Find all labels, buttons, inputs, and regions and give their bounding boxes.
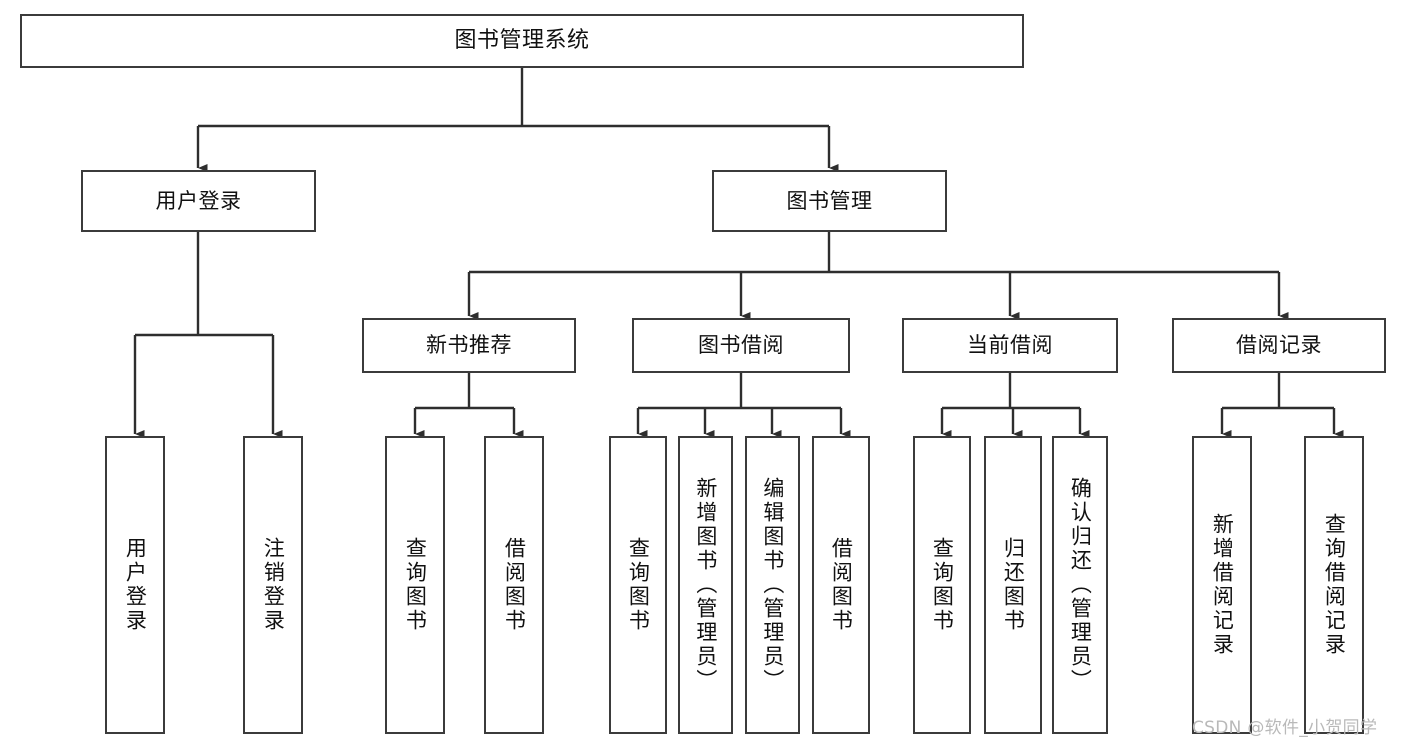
node-label: 当前借阅 bbox=[967, 333, 1053, 358]
node-leaf-add-book[interactable]: 新增图书（管理员） bbox=[678, 436, 733, 734]
node-leaf-borrow-book-1[interactable]: 借阅图书 bbox=[484, 436, 544, 734]
node-leaf-confirm-return[interactable]: 确认归还（管理员） bbox=[1052, 436, 1108, 734]
node-label: 归还图书 bbox=[1001, 537, 1026, 633]
node-user-login[interactable]: 用户登录 bbox=[81, 170, 316, 232]
node-leaf-query-record[interactable]: 查询借阅记录 bbox=[1304, 436, 1364, 734]
node-book-borrow[interactable]: 图书借阅 bbox=[632, 318, 850, 373]
node-root[interactable]: 图书管理系统 bbox=[20, 14, 1024, 68]
node-label: 图书管理 bbox=[786, 188, 873, 213]
node-leaf-user-logout[interactable]: 注销登录 bbox=[243, 436, 303, 734]
node-label: 用户登录 bbox=[123, 537, 148, 633]
node-label: 查询图书 bbox=[930, 537, 955, 633]
node-leaf-return-book[interactable]: 归还图书 bbox=[984, 436, 1042, 734]
node-leaf-user-login[interactable]: 用户登录 bbox=[105, 436, 165, 734]
node-label: 查询图书 bbox=[626, 537, 651, 633]
node-label: 借阅记录 bbox=[1236, 333, 1322, 358]
node-leaf-add-record[interactable]: 新增借阅记录 bbox=[1192, 436, 1252, 734]
node-new-book-recommend[interactable]: 新书推荐 bbox=[362, 318, 576, 373]
node-label: 新增借阅记录 bbox=[1210, 513, 1235, 657]
node-label: 查询借阅记录 bbox=[1322, 513, 1347, 657]
node-leaf-edit-book[interactable]: 编辑图书（管理员） bbox=[745, 436, 800, 734]
node-label: 注销登录 bbox=[261, 537, 286, 633]
node-borrow-record[interactable]: 借阅记录 bbox=[1172, 318, 1386, 373]
node-label: 借阅图书 bbox=[502, 537, 527, 633]
node-label: 新增图书（管理员） bbox=[693, 477, 718, 693]
node-label: 借阅图书 bbox=[829, 537, 854, 633]
node-leaf-borrow-book-2[interactable]: 借阅图书 bbox=[812, 436, 870, 734]
node-leaf-query-book-3[interactable]: 查询图书 bbox=[913, 436, 971, 734]
node-leaf-query-book-1[interactable]: 查询图书 bbox=[385, 436, 445, 734]
watermark-text: CSDN @软件_小贺同学 bbox=[1192, 718, 1378, 738]
node-label: 图书借阅 bbox=[698, 333, 784, 358]
node-current-borrow[interactable]: 当前借阅 bbox=[902, 318, 1118, 373]
node-label: 编辑图书（管理员） bbox=[760, 477, 785, 693]
node-label: 用户登录 bbox=[155, 188, 242, 213]
node-label: 查询图书 bbox=[403, 537, 428, 633]
node-leaf-query-book-2[interactable]: 查询图书 bbox=[609, 436, 667, 734]
node-label: 图书管理系统 bbox=[454, 28, 590, 54]
node-label: 确认归还（管理员） bbox=[1068, 477, 1093, 693]
node-book-manage[interactable]: 图书管理 bbox=[712, 170, 947, 232]
node-label: 新书推荐 bbox=[426, 333, 512, 358]
